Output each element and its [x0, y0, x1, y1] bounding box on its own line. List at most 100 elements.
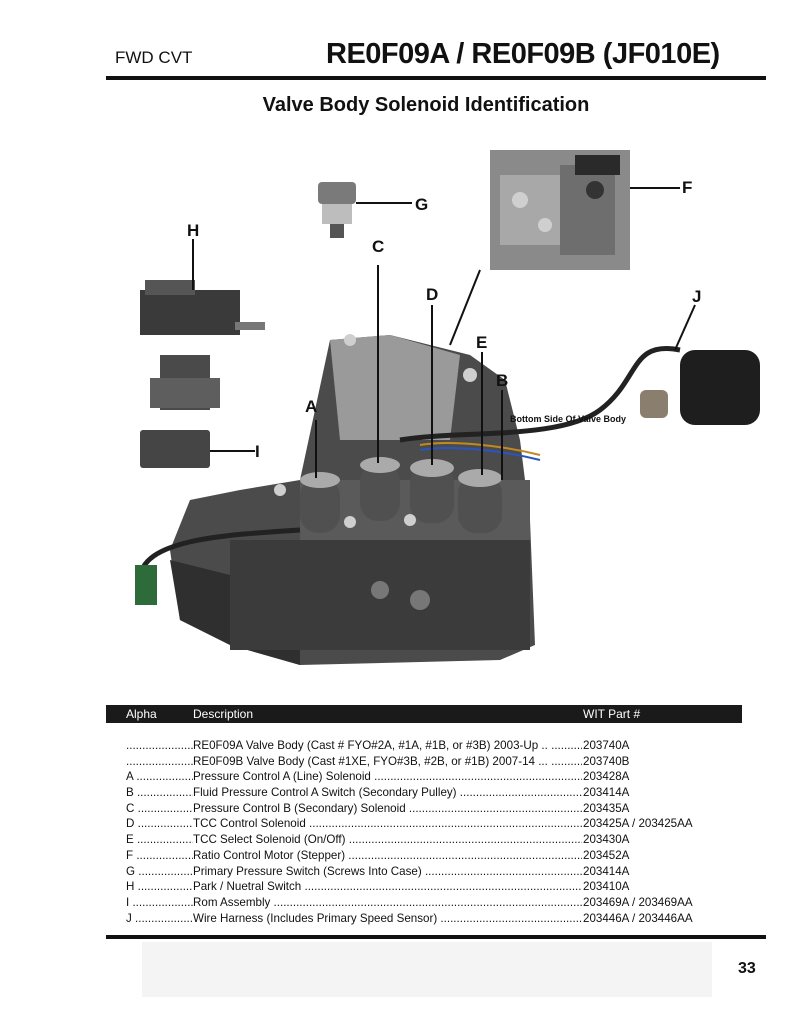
row-description: TCC Control Solenoid [193, 816, 582, 832]
row-alpha-letter: A [126, 770, 134, 784]
row-alpha-leader [126, 739, 193, 752]
header-rule [106, 76, 766, 80]
row-alpha-leader [134, 833, 193, 846]
row-alpha-leader [134, 817, 193, 830]
rom-assembly-part [140, 430, 210, 468]
row-description-leader [301, 880, 582, 893]
header-left-label: FWD CVT [115, 48, 193, 67]
row-part-number: 203435A [583, 801, 630, 815]
valve-body-figure: G F H C D J E B A I Bottom Side Of Valve… [0, 140, 800, 700]
table-row: D TCC Control Solenoid 203425A / 203425AA [126, 816, 726, 832]
row-description: Ratio Control Motor (Stepper) [193, 848, 582, 864]
row-description: TCC Select Solenoid (On/Off) [193, 832, 582, 848]
callout-j-label: J [692, 287, 702, 306]
row-description-leader [548, 739, 582, 752]
row-description-text: Fluid Pressure Control A Switch (Seconda… [193, 786, 457, 800]
wire-harness-part [135, 346, 760, 605]
table-row: B Fluid Pressure Control A Switch (Second… [126, 785, 726, 801]
row-part-number: 203414A [583, 864, 630, 878]
park-neutral-switch-part [140, 280, 265, 410]
callout-e-label: E [476, 333, 488, 352]
main-valve-body [170, 334, 535, 665]
row-description: Wire Harness (Includes Primary Speed Sen… [193, 911, 582, 927]
table-row: CPressure Control B (Secondary) Solenoid… [126, 801, 726, 817]
row-alpha-leader [134, 880, 193, 893]
row-description-text: Wire Harness (Includes Primary Speed Sen… [193, 911, 438, 925]
callout-b-label: B [496, 371, 509, 390]
row-alpha-leader [133, 849, 193, 862]
table-row: APressure Control A (Line) Solenoid20342… [126, 769, 726, 785]
row-description-text: Park / Nuetral Switch [193, 880, 302, 894]
row-part-number: 203446A / 203446AA [583, 911, 693, 925]
row-alpha: I [126, 895, 193, 911]
row-alpha [126, 738, 193, 754]
row-description-text: RE0F09A Valve Body (Cast # FYO#2A, #1A, … [193, 739, 548, 752]
pressure-switch-part [318, 182, 356, 238]
row-alpha-leader [133, 770, 193, 783]
table-row: I Rom Assembly 203469A / 203469AA [126, 895, 726, 911]
row-alpha-letter: E [126, 833, 134, 847]
row-alpha-letter: I [126, 895, 130, 909]
row-description-leader [346, 833, 583, 846]
row-alpha-letter: D [126, 817, 135, 831]
row-description-text: TCC Select Solenoid (On/Off) [193, 833, 346, 847]
row-part-number: 203425A / 203425AA [583, 817, 693, 831]
row-alpha-letter: B [126, 786, 134, 800]
header-model-title: RE0F09A / RE0F09B (JF010E) [326, 38, 720, 70]
row-description-leader [306, 817, 582, 830]
parts-table-header: Alpha Description WIT Part # [106, 705, 742, 723]
row-alpha-leader [129, 896, 193, 909]
row-description-text: RE0F09B Valve Body (Cast #1XE, FYO#3B, #… [193, 754, 548, 768]
callout-i-label: I [255, 442, 260, 461]
row-description-leader [406, 802, 582, 815]
row-alpha: G [126, 864, 193, 880]
row-alpha: A [126, 769, 193, 785]
row-description: Fluid Pressure Control A Switch (Seconda… [193, 785, 582, 801]
row-description-text: Pressure Control B (Secondary) Solenoid [193, 801, 406, 815]
table-row: FRatio Control Motor (Stepper)203452A [126, 848, 726, 864]
row-description-leader [422, 865, 582, 878]
table-row: GPrimary Pressure Switch (Screws Into Ca… [126, 864, 726, 880]
row-description: Primary Pressure Switch (Screws Into Cas… [193, 864, 582, 880]
table-row: JWire Harness (Includes Primary Speed Se… [126, 911, 726, 927]
row-description: RE0F09B Valve Body (Cast #1XE, FYO#3B, #… [193, 754, 582, 770]
callout-d-label: D [426, 285, 439, 304]
column-header-wit-part: WIT Part # [583, 707, 641, 721]
column-header-alpha: Alpha [126, 707, 157, 721]
row-alpha: J [126, 911, 193, 927]
valve-body-illustration [135, 150, 760, 665]
row-alpha-letter: H [126, 880, 135, 894]
row-alpha-leader [126, 755, 193, 768]
row-part-number: 203469A / 203469AA [583, 895, 693, 909]
row-alpha: B [126, 785, 193, 801]
row-description: Pressure Control B (Secondary) Solenoid [193, 801, 582, 817]
table-row: RE0F09A Valve Body (Cast # FYO#2A, #1A, … [126, 738, 726, 754]
row-description-leader [457, 786, 582, 799]
row-description-text: Primary Pressure Switch (Screws Into Cas… [193, 864, 422, 878]
inset-photo [490, 150, 630, 270]
page-number: 33 [738, 960, 756, 977]
row-description-leader [548, 755, 582, 768]
callout-h-label: H [187, 221, 200, 240]
table-row: ETCC Select Solenoid (On/Off)203430A [126, 832, 726, 848]
row-alpha: F [126, 848, 193, 864]
row-alpha-leader [134, 802, 193, 815]
row-description: RE0F09A Valve Body (Cast # FYO#2A, #1A, … [193, 738, 582, 754]
callout-f-label: F [682, 178, 693, 197]
row-description-text: TCC Control Solenoid [193, 817, 306, 831]
table-row: HPark / Nuetral Switch203410A [126, 879, 726, 895]
footer-rule [106, 935, 766, 939]
row-description-text: Rom Assembly [193, 895, 271, 909]
row-part-number: 203740A [583, 739, 630, 752]
inset-caption: Bottom Side Of Valve Body [510, 414, 627, 424]
row-description: Rom Assembly [193, 895, 582, 911]
row-description-leader [270, 896, 582, 909]
row-alpha-leader [135, 865, 193, 878]
row-description-text: Ratio Control Motor (Stepper) [193, 848, 346, 862]
column-header-description: Description [193, 707, 254, 721]
callout-c-label: C [372, 237, 385, 256]
row-alpha: E [126, 832, 193, 848]
callout-leader-lines [192, 187, 696, 480]
callout-g-label: G [415, 195, 429, 214]
row-description-leader [371, 770, 582, 783]
